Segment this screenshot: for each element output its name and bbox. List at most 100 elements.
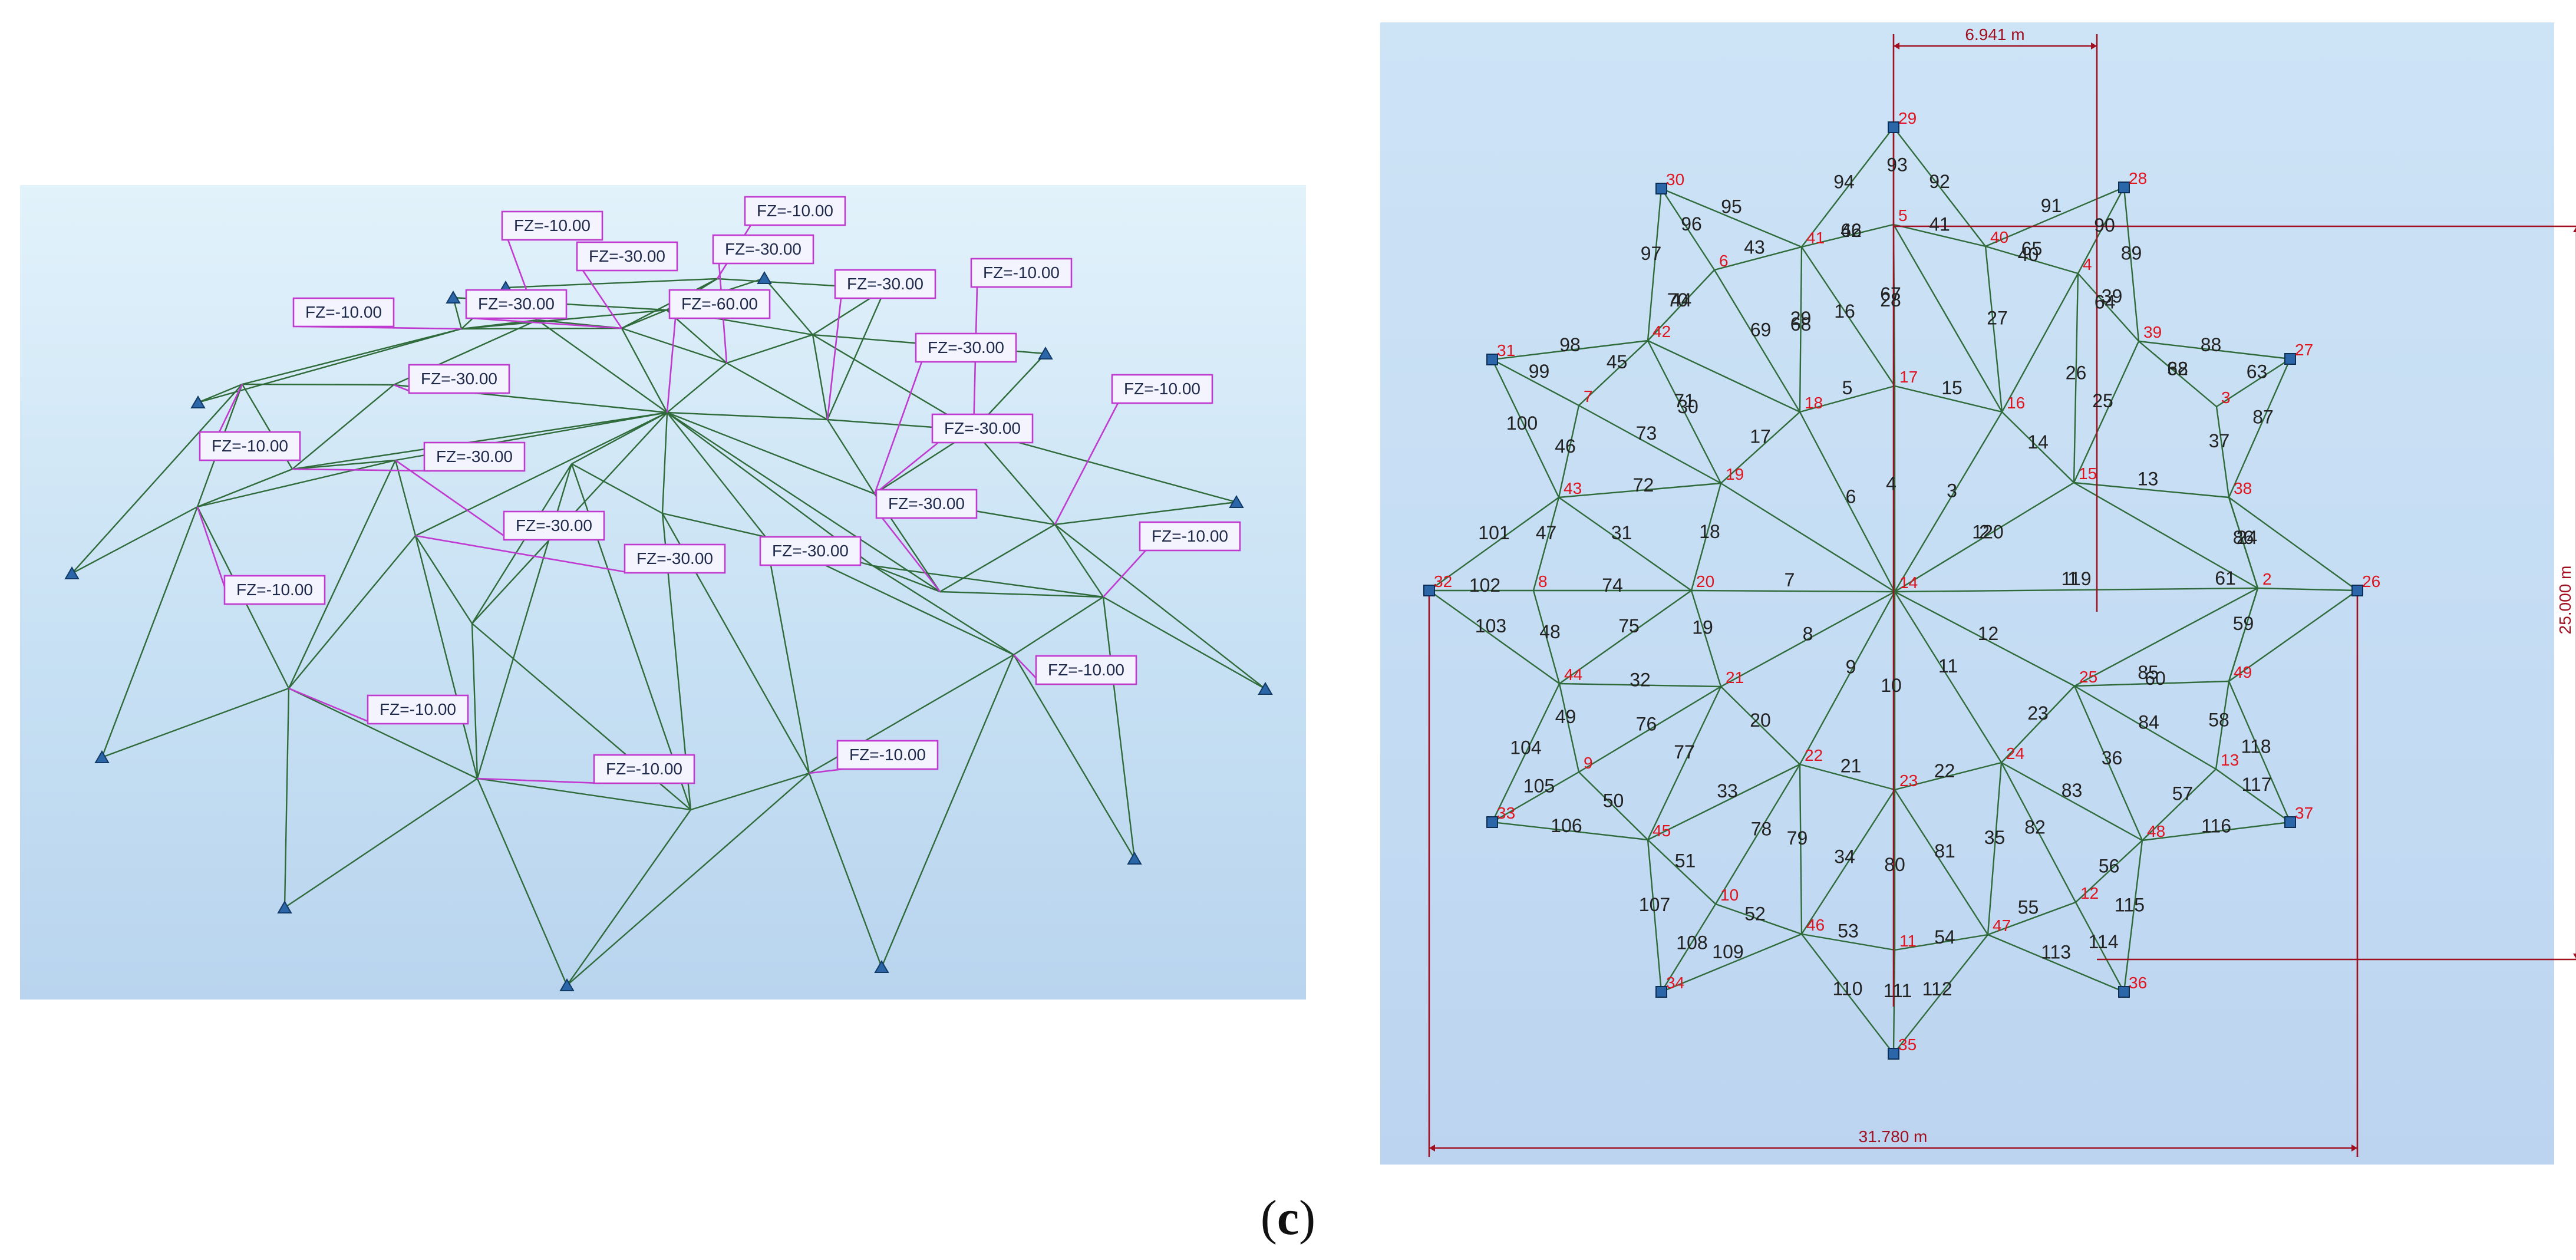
member-line <box>1801 223 1894 248</box>
member-line <box>288 460 397 689</box>
member-line <box>872 565 1014 656</box>
support-icon <box>2351 585 2363 596</box>
member-line <box>461 309 667 330</box>
member-label: 14 <box>2027 431 2049 453</box>
member-label: 82 <box>2024 817 2046 838</box>
member-line <box>2001 273 2079 413</box>
member-line <box>1801 934 1894 1054</box>
load-label: FZ=-10.00 <box>292 297 395 328</box>
member-line <box>1894 761 2002 791</box>
member-label: 43 <box>1744 237 1765 258</box>
member-label: 91 <box>2041 195 2062 216</box>
load-arrow <box>873 361 923 494</box>
member-line <box>1429 497 1559 591</box>
load-label-box <box>223 575 326 605</box>
load-label-box <box>1035 655 1137 685</box>
member-label: 42 <box>1841 220 1862 241</box>
load-label-text: FZ=-10.00 <box>1124 380 1200 398</box>
load-label-text: FZ=-30.00 <box>772 542 849 560</box>
member-line <box>2001 685 2075 763</box>
support-icon <box>1888 121 1899 133</box>
node-label: 4 <box>2083 255 2092 273</box>
member-label: 92 <box>1929 171 1950 192</box>
member-line <box>1647 686 1722 840</box>
load-arrow <box>471 317 622 329</box>
member-label: 40 <box>2018 244 2039 265</box>
member-line <box>826 419 876 494</box>
load-label-box <box>593 754 695 784</box>
node-label: 34 <box>1666 974 1684 992</box>
support-icon <box>2284 816 2296 828</box>
support-icon <box>1888 1048 1899 1060</box>
member-line <box>2073 481 2258 589</box>
member-label: 35 <box>1984 827 2006 848</box>
node-label: 41 <box>1806 229 1825 247</box>
member-label: 89 <box>2121 243 2142 264</box>
support-icon <box>874 960 889 973</box>
load-arrow <box>582 270 623 329</box>
node-label: 12 <box>2080 884 2099 902</box>
load-label-box <box>408 364 510 394</box>
member-line <box>461 327 622 330</box>
member-line <box>101 506 199 758</box>
node-label: 13 <box>2221 751 2239 769</box>
member-label: 110 <box>1832 978 1862 1000</box>
member-line <box>2228 358 2291 498</box>
member-line <box>667 411 875 495</box>
node-label: 7 <box>1584 387 1593 405</box>
load-label-text: FZ=-30.00 <box>589 247 665 265</box>
member-label: 101 <box>1478 522 1509 543</box>
member-label: 12 <box>1978 623 1999 644</box>
load-arrow <box>1103 550 1146 598</box>
node-label: 6 <box>1719 252 1729 270</box>
member-line <box>2075 840 2143 903</box>
support-icon <box>1038 347 1053 359</box>
member-line <box>197 459 396 508</box>
load-label: FZ=-10.00 <box>1111 374 1213 404</box>
support-icon <box>446 291 461 304</box>
load-label-text: FZ=-10.00 <box>757 202 833 220</box>
member-label: 116 <box>2201 816 2231 837</box>
member-line <box>1801 246 1895 387</box>
member-label: 106 <box>1551 815 1582 836</box>
member-line <box>2073 481 2229 499</box>
member-line <box>1801 933 1895 951</box>
member-line <box>101 687 289 758</box>
member-line <box>1987 934 2125 993</box>
member-label: 76 <box>1636 714 1657 735</box>
member-label: 103 <box>1475 615 1506 636</box>
node-label: 11 <box>1899 932 1917 950</box>
member-label: 46 <box>1555 436 1576 457</box>
dimension-bottom: 31.780 m <box>1859 1127 1928 1146</box>
load-label-text: FZ=-10.00 <box>212 437 288 455</box>
member-label: 24 <box>2237 527 2258 548</box>
member-line <box>2123 187 2140 342</box>
member-line <box>1578 404 1721 484</box>
member-line <box>1660 188 1716 271</box>
load-label-box <box>712 234 814 265</box>
node-label: 2 <box>2262 570 2272 588</box>
member-line <box>505 278 718 289</box>
member-label: 18 <box>1699 521 1720 542</box>
member-line <box>1894 934 1988 951</box>
load-label-text: FZ=-10.00 <box>606 760 682 778</box>
load-arrow <box>666 318 677 413</box>
member-label: 83 <box>2062 780 2083 801</box>
member-label: 45 <box>1607 351 1628 372</box>
member-line <box>71 506 198 575</box>
member-line <box>2077 187 2125 274</box>
member-label: 36 <box>2102 747 2123 768</box>
member-label: 34 <box>1834 846 1855 868</box>
member-label: 54 <box>1934 926 1955 948</box>
load-label-box <box>1111 374 1213 404</box>
load-label-text: FZ=-10.00 <box>1048 661 1124 679</box>
support-icon <box>559 978 575 991</box>
member-line <box>2001 761 2143 842</box>
member-line <box>471 623 479 779</box>
member-label: 44 <box>1671 289 1692 311</box>
node-label: 48 <box>2147 822 2165 840</box>
member-label: 20 <box>1750 710 1771 731</box>
member-line <box>1799 591 1896 765</box>
load-label: FZ=-10.00 <box>223 575 326 605</box>
member-line <box>1491 359 1560 498</box>
